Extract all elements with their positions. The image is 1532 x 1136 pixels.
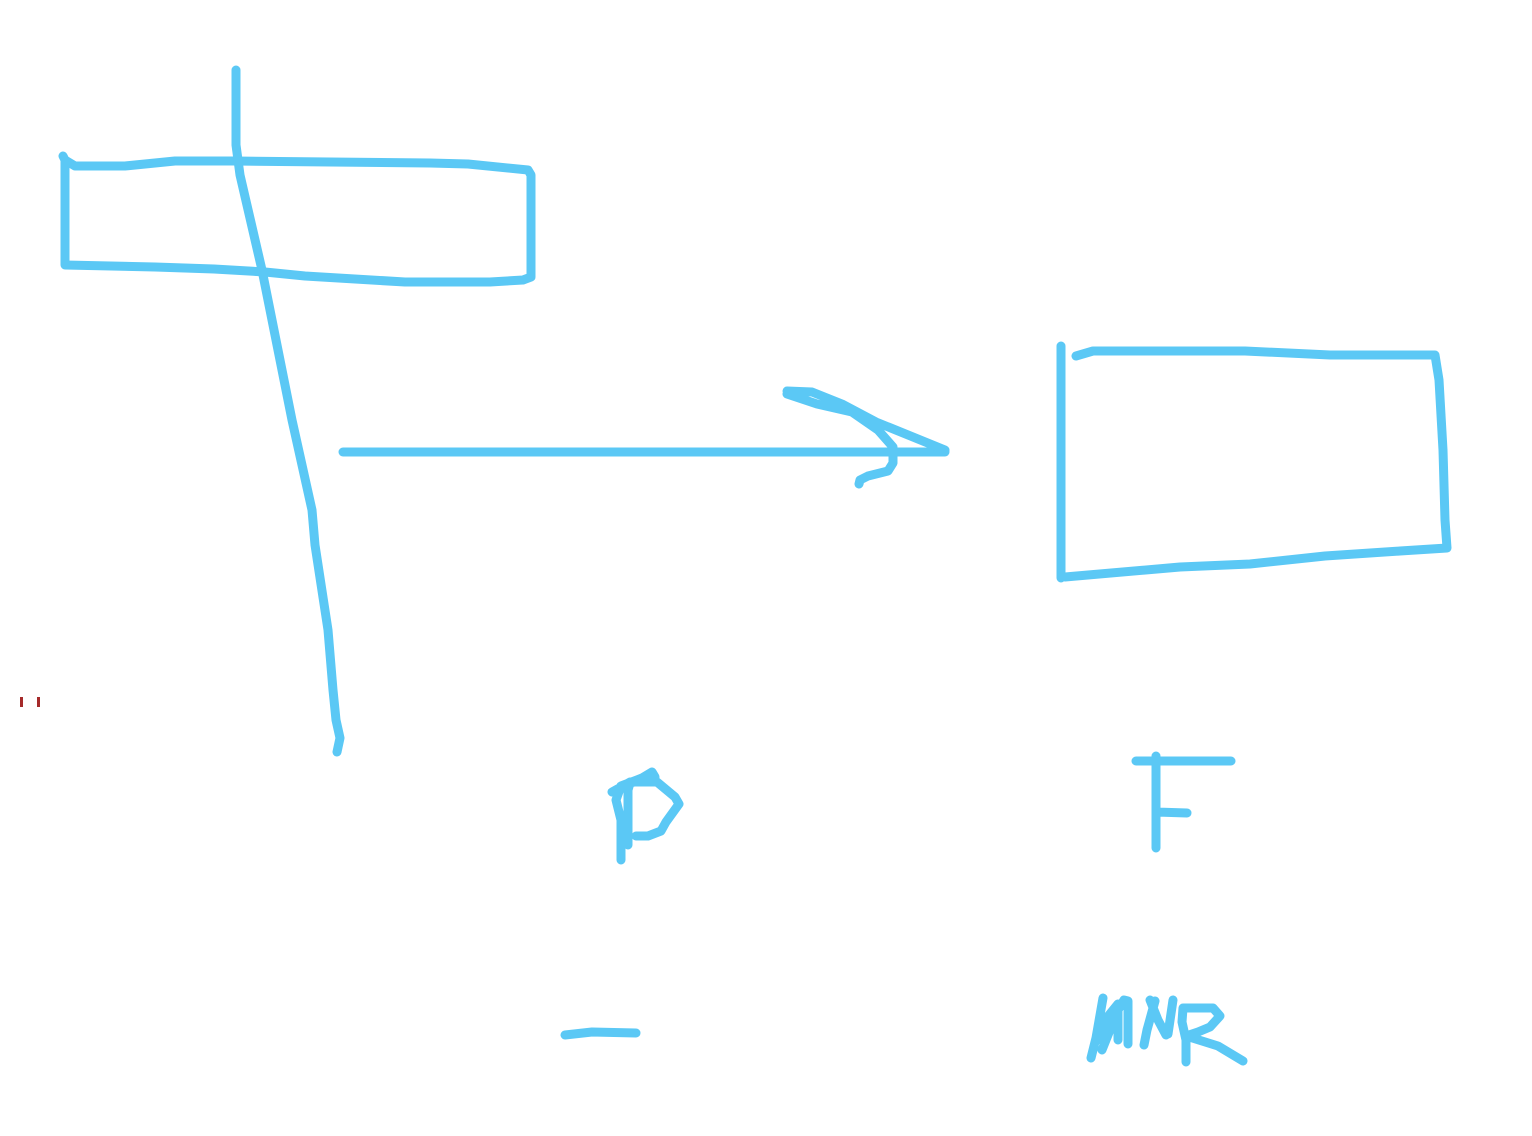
letters-mr: [1086, 993, 1248, 1067]
dash: [560, 1027, 641, 1040]
crossing-line: [231, 65, 345, 757]
right-rectangle: [1056, 341, 1452, 583]
stray-mark-right: [37, 697, 40, 707]
letter-p: [607, 767, 684, 865]
arrow-head: [782, 386, 950, 489]
left-rectangle: [58, 151, 536, 287]
letter-f: [1131, 751, 1236, 853]
stray-mark-left: [20, 697, 23, 707]
